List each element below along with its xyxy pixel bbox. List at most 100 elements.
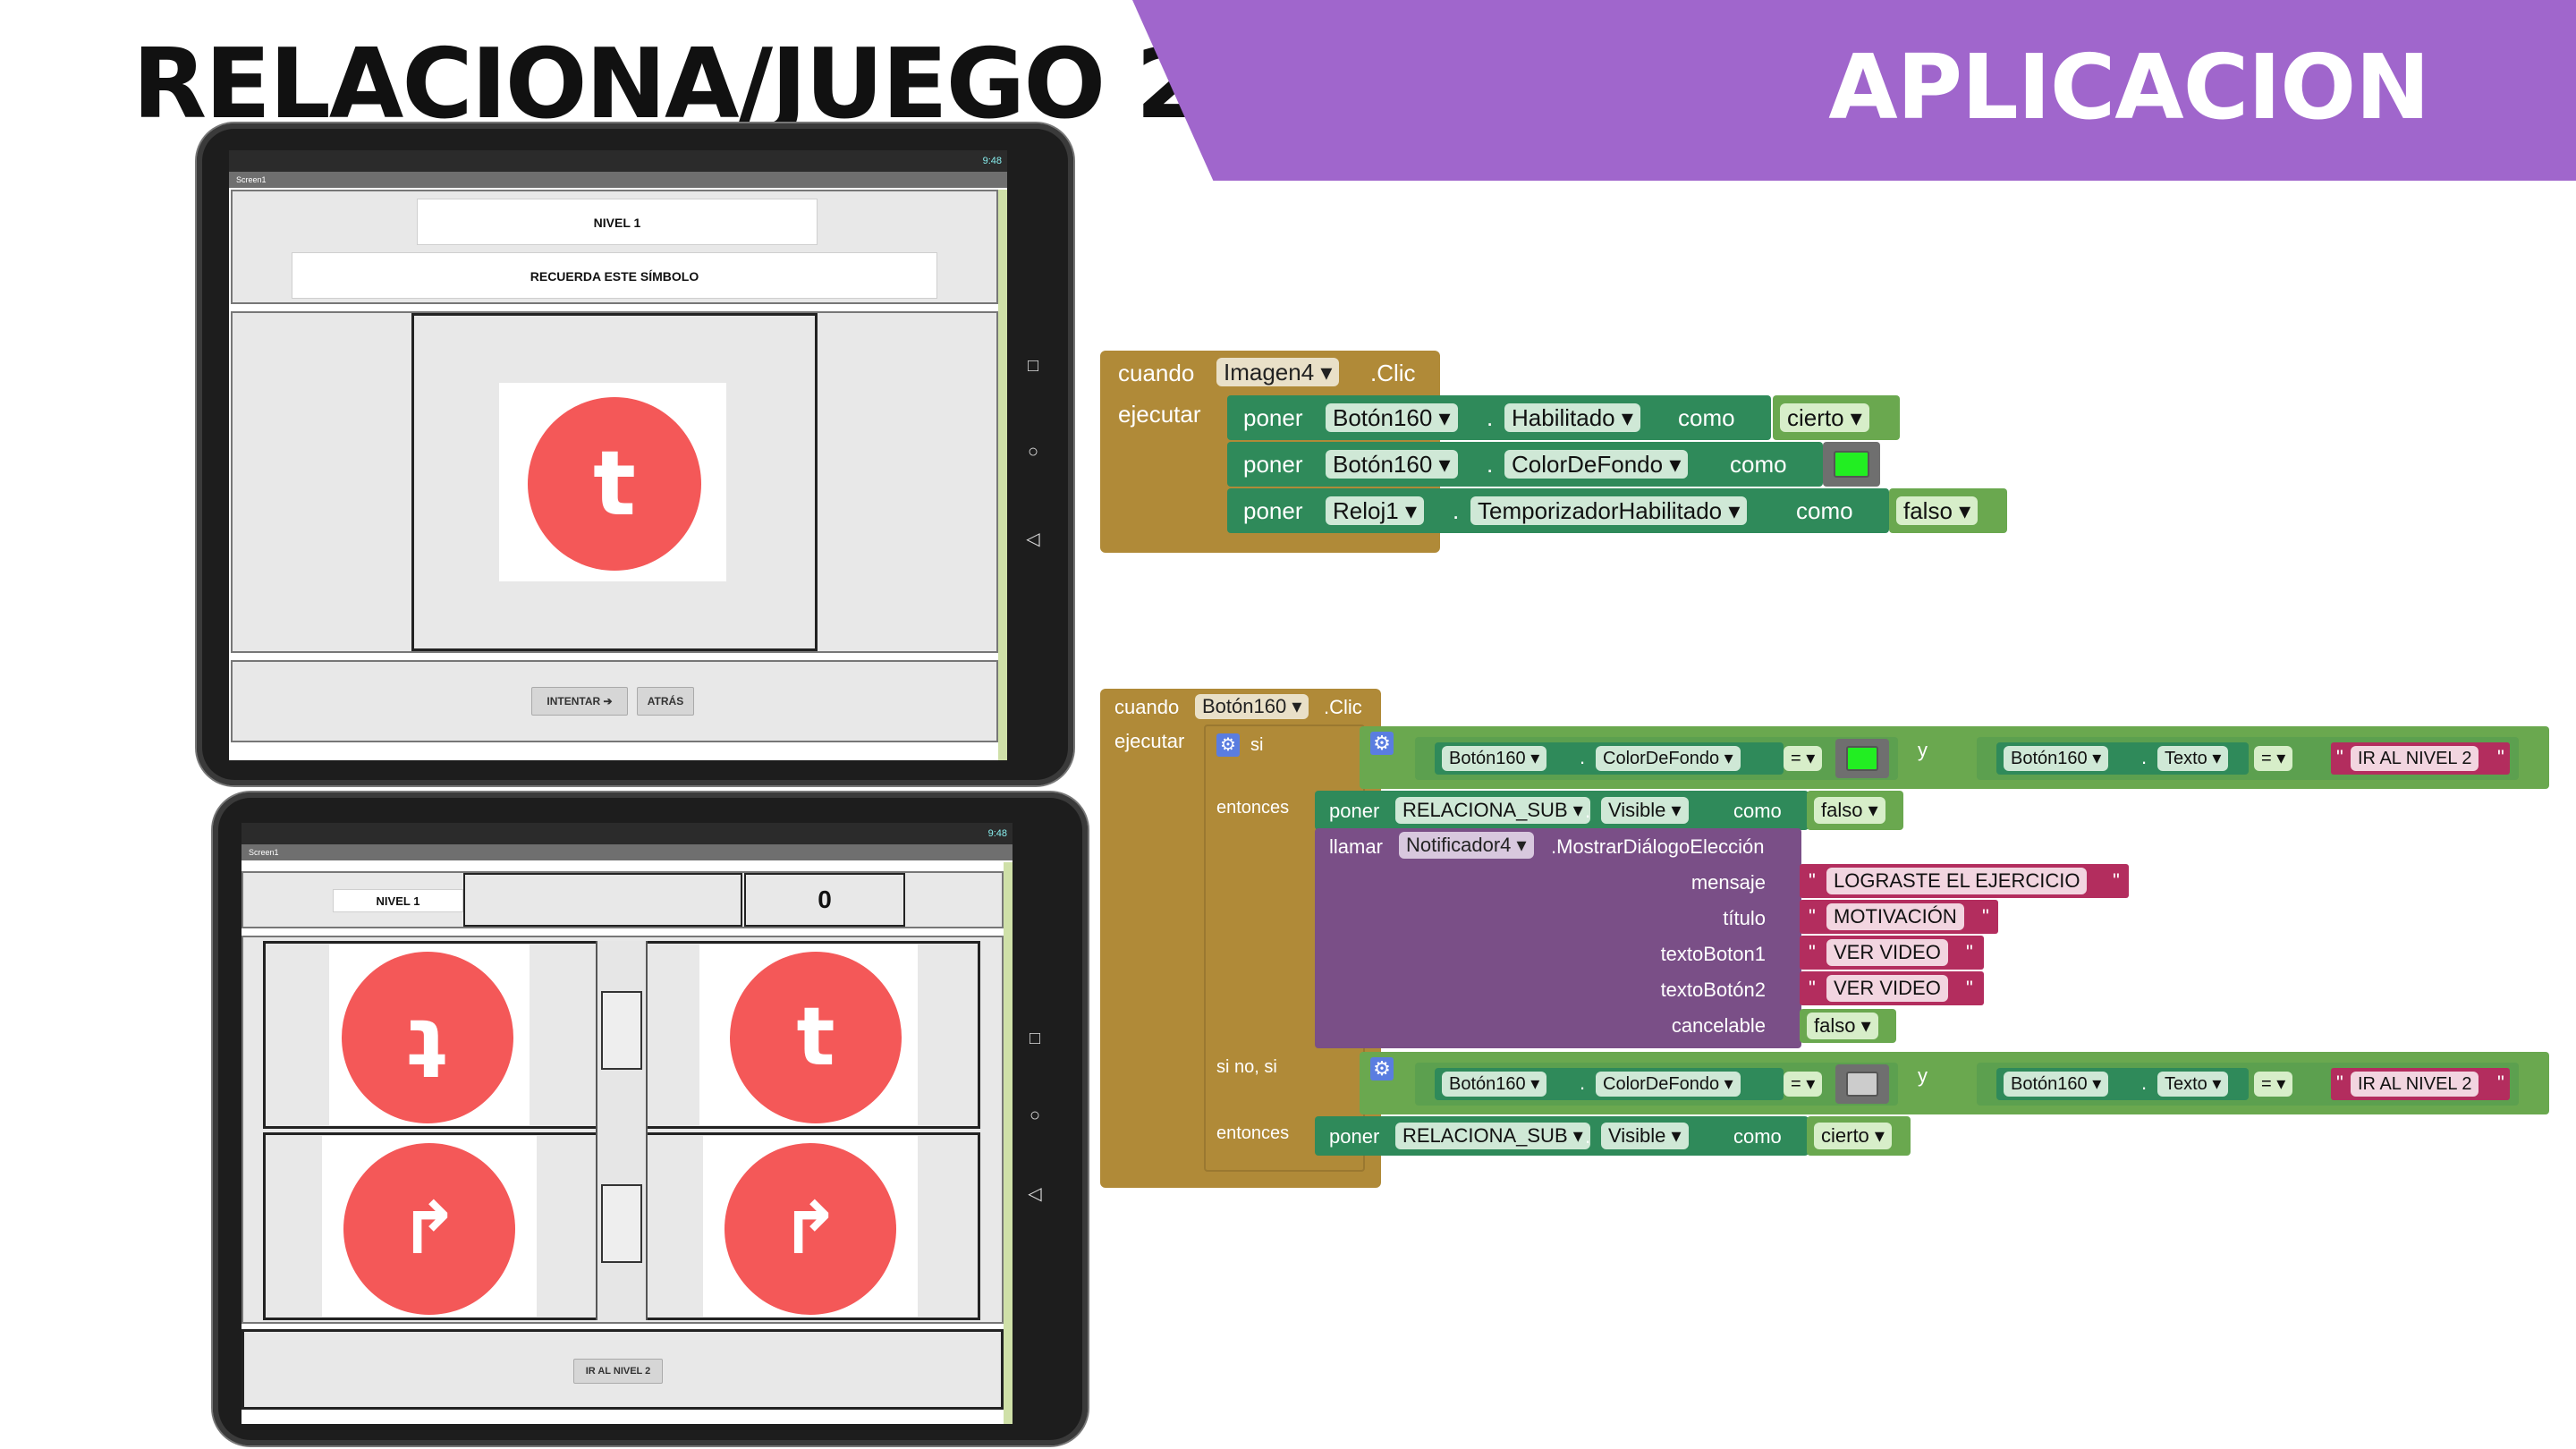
set-visible-false[interactable]: poner RELACIONA_SUB ▾ . Visible ▾ como [1315,791,1809,830]
text-value[interactable]: IR AL NIVEL 2 [2351,1072,2479,1097]
quote-close: " [1982,905,1989,928]
getter-color[interactable]: Botón160 ▾ . ColorDeFondo ▾ [1435,1068,1784,1100]
compare-block-1[interactable]: Botón160 ▾ . ColorDeFondo ▾ = ▾ [1415,737,1898,780]
eq-dropdown[interactable]: = ▾ [2254,746,2293,771]
tile-1[interactable]: ʇ [329,945,530,1125]
eq-dropdown[interactable]: = ▾ [1784,746,1823,771]
text-literal[interactable]: " IR AL NIVEL 2 " [2331,742,2510,775]
prop-dropdown[interactable]: Habilitado ▾ [1504,403,1640,432]
boolean-dropdown[interactable]: cierto ▾ [1814,1123,1892,1149]
color-block[interactable] [1835,739,1889,778]
comp-dropdown[interactable]: Botón160 ▾ [2004,1072,2109,1097]
comp-dropdown[interactable]: Botón160 ▾ [1326,450,1458,479]
prop-dropdown[interactable]: Visible ▾ [1601,1123,1689,1149]
set-block-1[interactable]: poner Botón160 ▾ . Habilitado ▾ como [1227,395,1771,440]
comp-dropdown[interactable]: Botón160 ▾ [1326,403,1458,432]
status-time: 9:48 [987,828,1007,839]
green-swatch[interactable] [1846,746,1878,771]
set-block-3[interactable]: poner Reloj1 ▾ . TemporizadorHabilitado … [1227,488,1889,533]
text-boton1[interactable]: " VER VIDEO " [1800,936,1984,970]
tile-3[interactable]: ↱ [322,1136,537,1317]
compare-block-4[interactable]: Botón160 ▾ . Texto ▾ = ▾ " IR AL NIVEL 2… [1977,1063,2519,1106]
true-block[interactable]: cierto ▾ [1807,1116,1911,1156]
text-boton2[interactable]: " VER VIDEO " [1800,971,1984,1005]
slide-title: RELACIONA/JUEGO 2 [132,29,1203,140]
prop-dropdown[interactable]: Texto ▾ [2157,1072,2229,1097]
getter-text[interactable]: Botón160 ▾ . Texto ▾ [1996,742,2249,775]
compare-block-3[interactable]: Botón160 ▾ . ColorDeFondo ▾ = ▾ [1415,1063,1898,1106]
tile-2[interactable]: t [699,945,918,1125]
getter-text[interactable]: Botón160 ▾ . Texto ▾ [1996,1068,2249,1100]
eq-dropdown[interactable]: = ▾ [2254,1072,2293,1097]
prop-dropdown[interactable]: TemporizadorHabilitado ▾ [1470,496,1748,525]
cancelable-false[interactable]: falso ▾ [1800,1009,1896,1043]
call-label: llamar [1329,835,1383,858]
buttons-panel: INTENTAR ➔ ATRÁS [231,660,998,742]
back-triangle-icon[interactable]: ◁ [1026,530,1040,549]
set-visible-true[interactable]: poner RELACIONA_SUB ▾ . Visible ▾ como [1315,1116,1809,1156]
set-block-2[interactable]: poner Botón160 ▾ . ColorDeFondo ▾ como [1227,442,1823,487]
text-value[interactable]: LOGRASTE EL EJERCICIO [1826,868,2088,894]
prop-dropdown[interactable]: ColorDeFondo ▾ [1504,450,1689,479]
slot-1[interactable] [601,991,642,1070]
gear-icon[interactable]: ⚙ [1216,733,1240,757]
comp-dropdown[interactable]: Botón160 ▾ [2004,746,2109,771]
dot: . [2141,1072,2148,1094]
comp-dropdown[interactable]: Reloj1 ▾ [1326,496,1424,525]
false-block[interactable]: falso ▾ [1807,791,1903,830]
compare-block-2[interactable]: Botón160 ▾ . Texto ▾ = ▾ " IR AL NIVEL 2… [1977,737,2519,780]
back-button[interactable]: ATRÁS [637,687,694,716]
prop-dropdown[interactable]: Texto ▾ [2157,746,2229,771]
tile-4[interactable]: ↱ [703,1136,918,1317]
text-titulo[interactable]: " MOTIVACIÓN " [1800,900,1998,934]
prop-dropdown[interactable]: Visible ▾ [1601,797,1689,824]
comp-dropdown[interactable]: RELACIONA_SUB ▾ [1395,1123,1590,1149]
set-label: poner [1329,800,1380,822]
dot: . [1487,451,1494,478]
text-mensaje[interactable]: " LOGRASTE EL EJERCICIO " [1800,864,2129,898]
gear-icon[interactable]: ⚙ [1370,732,1394,755]
prop-dropdown[interactable]: ColorDeFondo ▾ [1596,1072,1741,1097]
gray-swatch[interactable] [1846,1072,1878,1097]
prop-dropdown[interactable]: ColorDeFondo ▾ [1596,746,1741,771]
text-value[interactable]: VER VIDEO [1826,939,1948,966]
and-label: y [1918,739,1928,761]
boolean-dropdown[interactable]: falso ▾ [1807,1013,1878,1039]
score-panel: NIVEL 1 0 [242,871,1004,928]
square-icon[interactable]: □ [1027,356,1039,376]
green-swatch[interactable] [1834,451,1869,478]
comp-dropdown[interactable]: RELACIONA_SUB ▾ [1395,797,1590,824]
false-block[interactable]: falso ▾ [1889,488,2007,533]
symbol-tile: t [499,383,726,581]
circle-icon[interactable]: ○ [1027,442,1039,462]
boolean-dropdown[interactable]: falso ▾ [1814,797,1885,824]
text-value[interactable]: MOTIVACIÓN [1826,903,1964,930]
gear-icon[interactable]: ⚙ [1370,1057,1394,1080]
text-value[interactable]: VER VIDEO [1826,975,1948,1002]
color-block[interactable] [1835,1064,1889,1104]
param-textoboton1: textoBoton1 [1660,943,1766,965]
comp-dropdown[interactable]: Notificador4 ▾ [1399,832,1534,859]
then-label: entonces [1216,798,1290,818]
back-triangle-icon[interactable]: ◁ [1028,1184,1042,1204]
text-value[interactable]: IR AL NIVEL 2 [2351,746,2479,771]
call-notifier-block[interactable]: llamar Notificador4 ▾ .MostrarDiálogoEle… [1315,828,1801,1048]
color-block[interactable] [1823,442,1880,487]
eq-dropdown[interactable]: = ▾ [1784,1072,1823,1097]
status-bar: 9:48 [242,823,1013,844]
component-dropdown[interactable]: Imagen4 ▾ [1216,358,1340,386]
text-literal[interactable]: " IR AL NIVEL 2 " [2331,1068,2510,1100]
quote-open: " [1809,905,1816,928]
next-level-button[interactable]: IR AL NIVEL 2 [573,1359,663,1384]
boolean-dropdown[interactable]: falso ▾ [1896,496,1979,525]
slot-2[interactable] [601,1184,642,1263]
try-button[interactable]: INTENTAR ➔ [531,687,628,716]
circle-icon[interactable]: ○ [1029,1106,1041,1125]
true-block[interactable]: cierto ▾ [1773,395,1900,440]
square-icon[interactable]: □ [1029,1029,1041,1048]
comp-dropdown[interactable]: Botón160 ▾ [1442,1072,1547,1097]
boolean-dropdown[interactable]: cierto ▾ [1780,403,1869,432]
comp-dropdown[interactable]: Botón160 ▾ [1442,746,1547,771]
getter-color[interactable]: Botón160 ▾ . ColorDeFondo ▾ [1435,742,1784,775]
component-dropdown[interactable]: Botón160 ▾ [1195,694,1309,719]
